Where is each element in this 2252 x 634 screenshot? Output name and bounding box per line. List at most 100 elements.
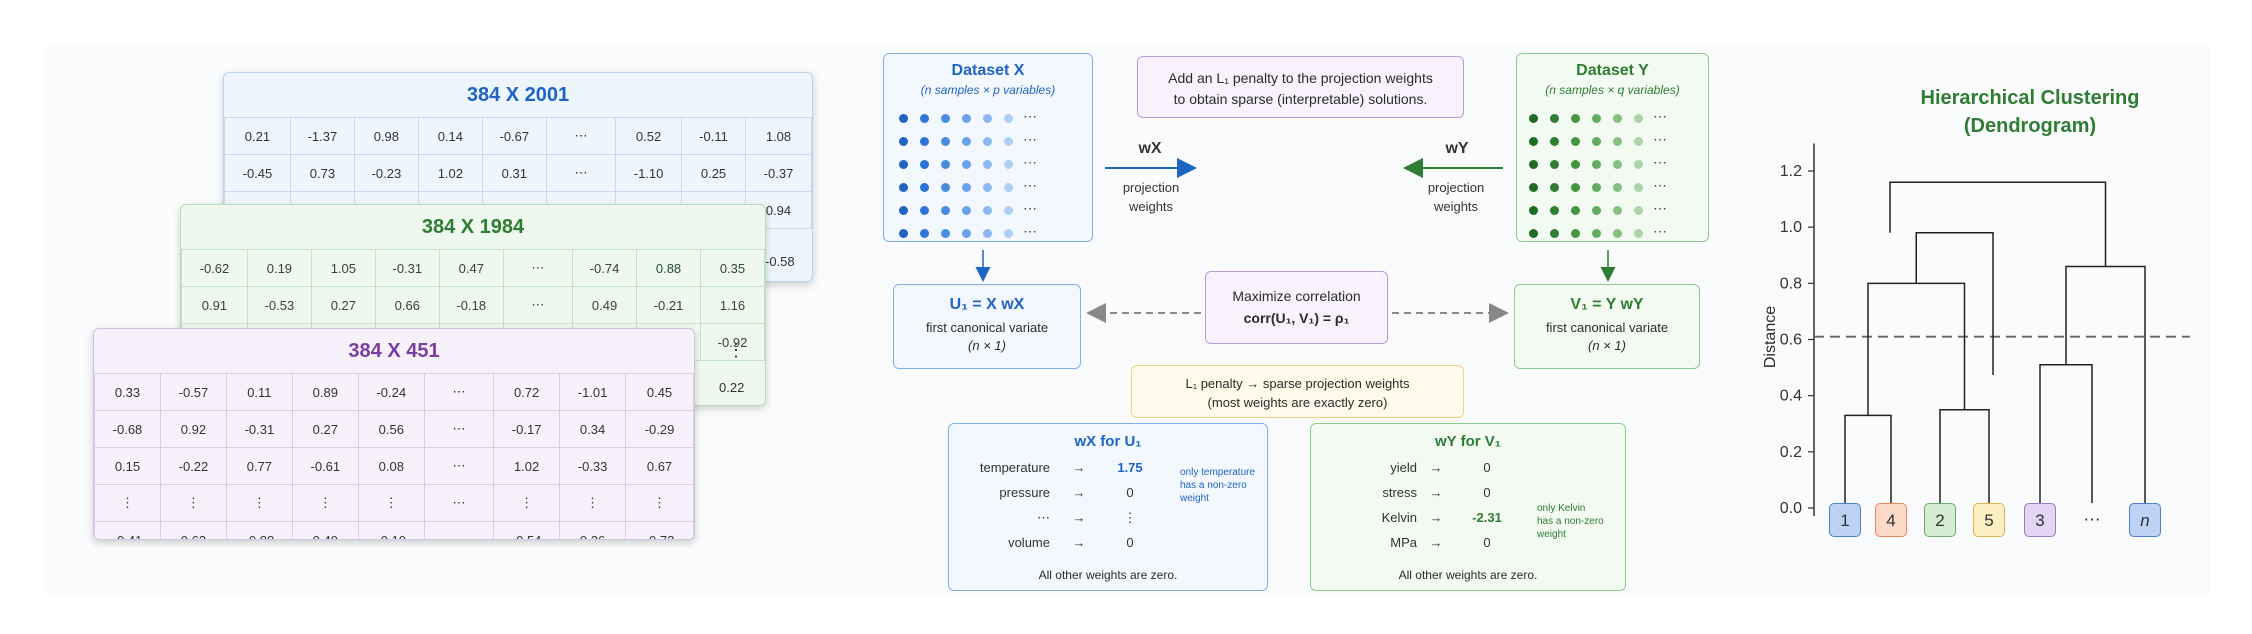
weight-arrow: → <box>1072 460 1086 475</box>
data-point <box>1550 206 1559 215</box>
v1-box: V₁ = Y wY first canonical variate (n × 1… <box>1514 284 1700 369</box>
dots-ellipsis: ⋯ <box>1023 200 1037 216</box>
data-point <box>1613 160 1622 169</box>
data-point <box>983 183 992 192</box>
data-point <box>899 206 908 215</box>
data-point <box>1550 229 1559 238</box>
data-point <box>1592 137 1601 146</box>
wy-projection-label: projection weights <box>1410 178 1502 216</box>
weight-value: 0 <box>1483 535 1491 550</box>
data-point <box>1571 183 1580 192</box>
wx-box-footer: All other weights are zero. <box>1038 568 1178 582</box>
matrix-cell: 0.47 <box>438 249 504 287</box>
dataset-x-subtitle: (n samples × p variables) <box>920 83 1056 97</box>
matrix-cell: 0.11 <box>225 373 293 411</box>
data-point <box>1004 206 1013 215</box>
dots-ellipsis: ⋯ <box>1023 223 1037 239</box>
dots-ellipsis: ⋯ <box>1653 108 1667 124</box>
matrix-cell: ⋯ <box>502 286 574 324</box>
wx-note-line1: only temperature <box>1180 467 1256 478</box>
data-point <box>983 229 992 238</box>
data-point <box>962 183 971 192</box>
matrix-cell: 0.92 <box>159 410 227 448</box>
data-point <box>962 137 971 146</box>
wx-weights-box: wX for U₁ All other weights are zero. <box>948 423 1268 591</box>
y-tick-label: 0.0 <box>1780 500 1802 517</box>
weight-value: ⋮ <box>1123 510 1137 525</box>
dendrogram-leaf: n <box>2129 503 2161 537</box>
data-point <box>1634 183 1643 192</box>
wy-box-footer: All other weights are zero. <box>1398 568 1538 582</box>
wx-box-title: wX for U₁ <box>1074 433 1142 450</box>
dendrogram-title: Hierarchical Clustering (Dendrogram) <box>1880 84 2180 140</box>
y-tick-label: 0.6 <box>1780 332 1802 349</box>
data-point <box>1592 229 1601 238</box>
matrix-cell: ⋯ <box>545 154 617 192</box>
matrix-cell: 0.35 <box>700 249 765 287</box>
data-point <box>1004 183 1013 192</box>
dataset-y-box: Dataset Y (n samples × q variables) ⋯⋯⋯⋯… <box>1516 53 1709 242</box>
data-point <box>1571 229 1580 238</box>
dendrogram-leaf: 1 <box>1829 503 1861 537</box>
wy-note-line1: only Kelvin <box>1537 503 1586 514</box>
matrix-cell: -0.18 <box>438 286 504 324</box>
weight-arrow: → <box>1429 485 1443 500</box>
dots-ellipsis: ⋯ <box>1023 131 1037 147</box>
data-point <box>941 206 950 215</box>
penalty-note: Add an L₁ penalty to the projection weig… <box>1137 56 1464 118</box>
matrix-cell: -0.31 <box>374 249 440 287</box>
data-point <box>899 160 908 169</box>
dendrogram-leaf: ⋯ <box>2083 510 2101 529</box>
dots-ellipsis: ⋯ <box>1653 223 1667 239</box>
wx-label: wX <box>1138 140 1162 157</box>
weight-variable: volume <box>1008 535 1050 550</box>
dendrogram-link <box>1867 282 1966 416</box>
maxcorr-line2: corr(U₁, V₁) = ρ₁ <box>1243 310 1350 326</box>
weight-value: 0 <box>1483 460 1491 475</box>
data-point <box>1613 229 1622 238</box>
dots-ellipsis: ⋯ <box>1653 200 1667 216</box>
weight-arrow: → <box>1429 460 1443 475</box>
matrix-cell: -1.01 <box>559 373 627 411</box>
weight-variable: Kelvin <box>1381 510 1417 525</box>
data-point <box>1571 114 1580 123</box>
matrix-cell: 0.19 <box>246 249 312 287</box>
wx-note: only temperature has a non-zero weight <box>1180 466 1255 505</box>
data-point <box>1613 137 1622 146</box>
weight-arrow: → <box>1072 485 1086 500</box>
dendrogram-title-line1: Hierarchical Clustering <box>1920 87 2140 109</box>
v1-line1: first canonical variate <box>1545 320 1669 335</box>
dendrogram-title-line2: (Dendrogram) <box>1963 115 2097 137</box>
l1-line2: (most weights are exactly zero) <box>1207 395 1388 410</box>
matrix-cell: 0.45 <box>625 373 694 411</box>
matrix-cell: 0.22 <box>719 380 745 395</box>
wy-label: wY <box>1445 140 1469 157</box>
matrix-cell: -0.17 <box>493 410 561 448</box>
weight-variable: stress <box>1382 485 1417 500</box>
dots-ellipsis: ⋯ <box>1653 177 1667 193</box>
matrix-cell: -0.53 <box>246 286 312 324</box>
matrix-cell: -0.92 <box>700 323 765 361</box>
matrix-cell: -0.33 <box>559 447 627 485</box>
matrix-cell: -0.21 <box>636 286 701 324</box>
proj-line2: weights <box>1128 199 1174 214</box>
y-tick-label: 0.2 <box>1780 444 1802 461</box>
weight-variable: yield <box>1390 460 1417 475</box>
wx-note-line3: weight <box>1180 493 1209 504</box>
matrix-cell: ⋮ <box>625 484 694 522</box>
wy-weights-box: wY for V₁ All other weights are zero. <box>1310 423 1626 591</box>
y-tick-label: 1.0 <box>1780 219 1802 236</box>
u1-box: U₁ = X wX first canonical variate (n × 1… <box>893 284 1081 369</box>
matrix-cell: 0.31 <box>481 154 547 192</box>
proj-line1: projection <box>1122 180 1180 195</box>
data-point <box>899 137 908 146</box>
proj-line2: weights <box>1433 199 1479 214</box>
data-point <box>983 114 992 123</box>
data-point <box>920 229 929 238</box>
dots-ellipsis: ⋯ <box>1653 131 1667 147</box>
matrix-cell: 0.08 <box>357 447 425 485</box>
